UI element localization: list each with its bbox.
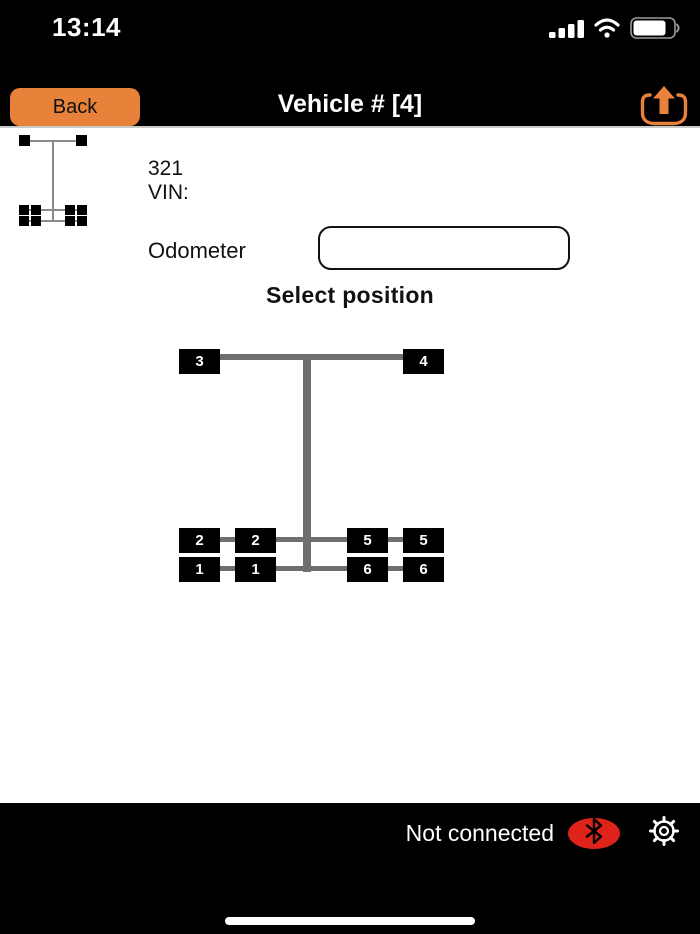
connection-row: Not connected (406, 811, 680, 855)
status-time: 13:14 (52, 12, 121, 42)
wheel-position-4[interactable]: 4 (403, 349, 444, 374)
back-button-label: Back (52, 95, 98, 118)
footer-bar: Not connected (0, 803, 700, 934)
wheel-position-6-outer[interactable]: 6 (403, 557, 444, 582)
vin-label: VIN: (148, 181, 189, 204)
mid-axle-line (200, 537, 424, 542)
chassis-line (303, 354, 311, 572)
rear-axle-line (200, 566, 424, 571)
connection-status-text: Not connected (405, 819, 554, 846)
header-bar: 13:14 (0, 0, 700, 128)
odometer-input[interactable] (318, 226, 570, 270)
wheel-position-6-inner[interactable]: 6 (347, 557, 388, 582)
vehicle-schematic-icon (18, 132, 90, 233)
front-axle-line (200, 354, 424, 360)
cellular-signal-icon (549, 17, 584, 44)
wheel-position-2-inner[interactable]: 2 (235, 528, 276, 553)
bluetooth-status-badge[interactable] (568, 817, 620, 849)
wheel-position-3[interactable]: 3 (179, 349, 220, 374)
settings-button[interactable] (648, 815, 680, 852)
wheel-position-2-outer[interactable]: 2 (179, 528, 220, 553)
status-icons (549, 16, 682, 45)
wheel-position-diagram: 3 4 2 2 5 5 1 1 6 6 (160, 330, 480, 600)
wheel-position-5-inner[interactable]: 5 (347, 528, 388, 553)
wheel-position-1-inner[interactable]: 1 (235, 557, 276, 582)
share-upload-icon (637, 86, 691, 130)
wheel-position-5-outer[interactable]: 5 (403, 528, 444, 553)
vehicle-number: 321 (148, 157, 184, 180)
odometer-label: Odometer (148, 238, 246, 263)
wheel-position-1-outer[interactable]: 1 (179, 557, 220, 582)
share-button[interactable] (636, 85, 692, 129)
wifi-icon (592, 17, 622, 44)
bluetooth-icon (584, 817, 604, 849)
battery-icon (630, 16, 682, 45)
back-button[interactable]: Back (10, 88, 140, 126)
gear-icon (648, 815, 680, 852)
select-position-heading: Select position (265, 282, 435, 308)
home-indicator[interactable] (225, 917, 475, 925)
